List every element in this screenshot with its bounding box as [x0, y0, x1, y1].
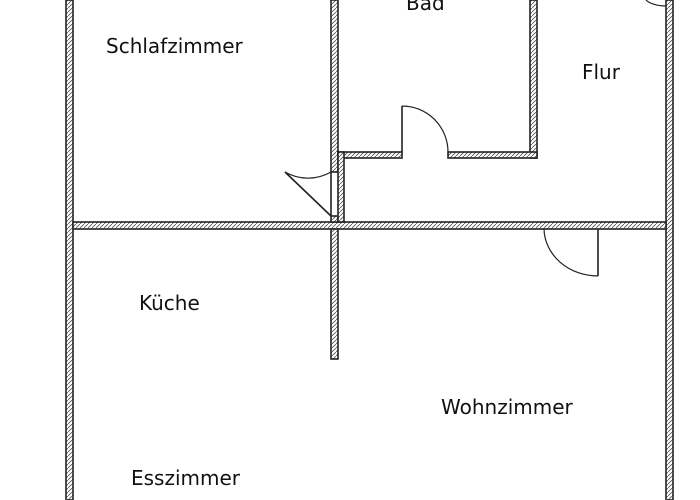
room-label-kueche: Küche — [139, 291, 200, 315]
door-schlafzimmer — [284, 171, 332, 217]
room-label-esszimmer: Esszimmer — [131, 466, 241, 490]
bad-wall-bottom-left — [337, 151, 403, 159]
room-label-bad: Bad — [406, 0, 445, 15]
bad-wall-bottom-right — [447, 151, 538, 159]
wall-vertical-lower — [330, 228, 339, 360]
outer-wall-right — [665, 0, 674, 500]
door-bad — [401, 105, 449, 153]
outer-wall-left — [65, 0, 74, 500]
room-label-flur: Flur — [582, 60, 621, 84]
wall-stub-flur — [337, 151, 345, 223]
door-flur — [645, 0, 667, 7]
room-label-wohnzimmer: Wohnzimmer — [441, 395, 574, 419]
wall-vertical-upper — [330, 0, 339, 173]
bad-wall-right — [529, 0, 538, 159]
room-label-schlafzimmer: Schlafzimmer — [106, 34, 244, 58]
wall-vertical-upper-lower-part — [330, 215, 339, 223]
wall-horizontal-main — [72, 221, 667, 230]
door-wohnzimmer — [543, 228, 599, 277]
